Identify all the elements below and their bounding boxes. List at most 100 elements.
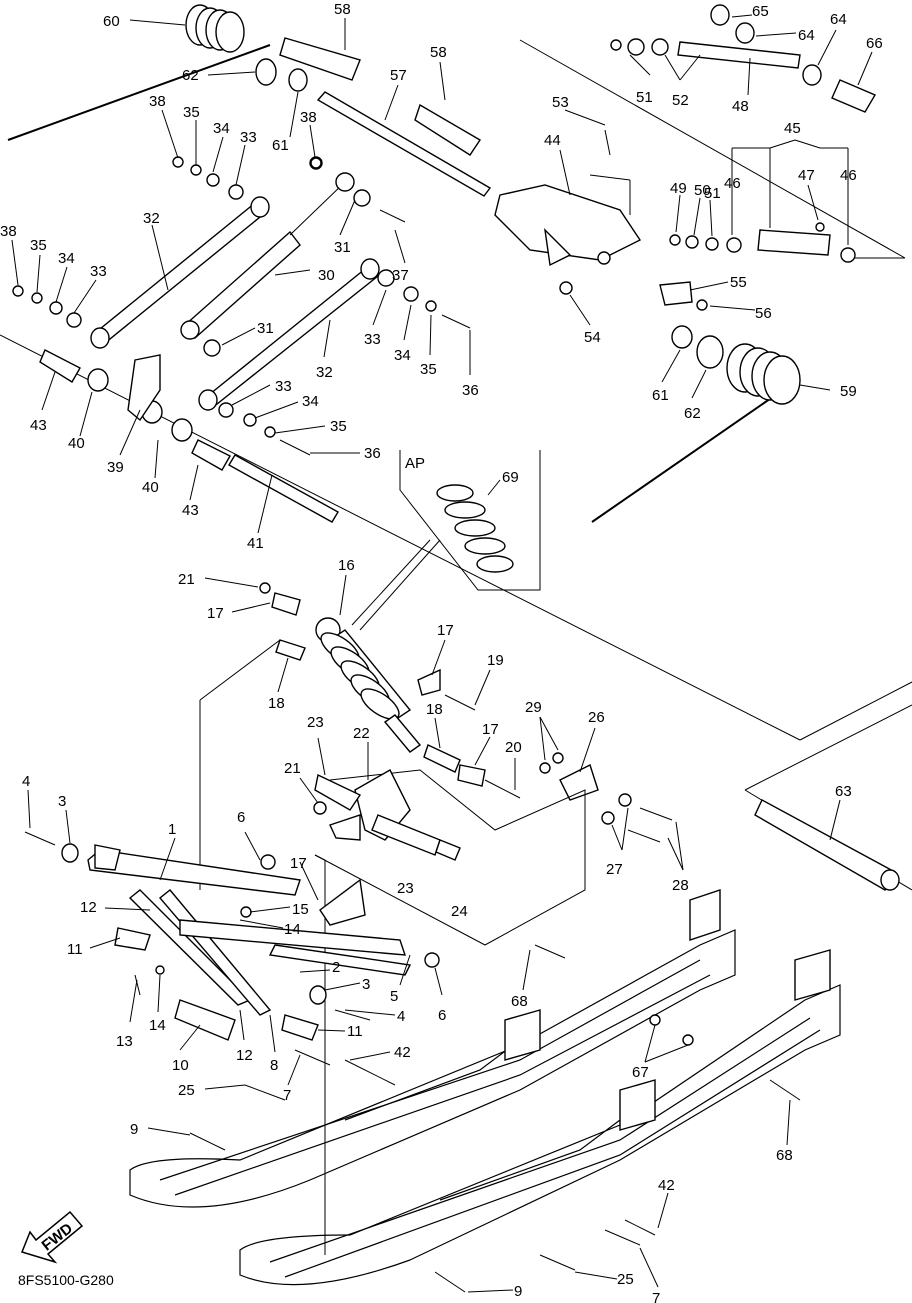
spring-59 xyxy=(591,343,801,523)
callout-64b: 64 xyxy=(830,11,847,28)
slide-rails xyxy=(129,889,841,1286)
callout-33d: 33 xyxy=(275,378,292,395)
callout-41: 41 xyxy=(247,535,264,552)
callout-39: 39 xyxy=(107,459,124,476)
callout-9b: 9 xyxy=(514,1283,522,1300)
callout-25b: 25 xyxy=(617,1271,634,1288)
callout-12b: 12 xyxy=(236,1047,253,1064)
callout-14b: 14 xyxy=(149,1017,166,1034)
callout-18: 18 xyxy=(268,695,285,712)
callout-38c: 38 xyxy=(0,223,17,240)
callout-62b: 62 xyxy=(684,405,701,422)
callout-64: 64 xyxy=(798,27,815,44)
callout-49: 49 xyxy=(670,180,687,197)
callout-31b: 31 xyxy=(257,320,274,337)
callout-23: 23 xyxy=(307,714,324,731)
callout-16: 16 xyxy=(338,557,355,574)
callout-11: 11 xyxy=(67,941,83,958)
fwd-arrow xyxy=(20,1210,84,1264)
callout-32: 32 xyxy=(143,210,160,227)
callout-53: 53 xyxy=(552,94,569,111)
callout-30: 30 xyxy=(318,267,335,284)
callout-17d: 17 xyxy=(290,855,307,872)
callout-69: 69 xyxy=(502,469,519,486)
callout-61b: 61 xyxy=(652,387,669,404)
callout-68: 68 xyxy=(511,993,528,1010)
diagram-drawing xyxy=(0,4,912,1293)
callout-57: 57 xyxy=(390,67,407,84)
callout-62: 62 xyxy=(182,67,199,84)
callout-28: 28 xyxy=(672,877,689,894)
callout-48: 48 xyxy=(732,98,749,115)
diagram-reference: 8FS5100-G280 xyxy=(18,1272,114,1288)
callout-labels: 60 62 58 58 57 38 35 34 33 61 38 32 31 3… xyxy=(0,1,883,1303)
callout-17: 17 xyxy=(207,605,224,622)
callout-26: 26 xyxy=(588,709,605,726)
callout-65: 65 xyxy=(752,3,769,20)
callout-51b: 51 xyxy=(704,185,721,202)
callout-14: 14 xyxy=(284,921,301,938)
callout-12: 12 xyxy=(80,899,97,916)
callout-35: 35 xyxy=(183,104,200,121)
callout-34: 34 xyxy=(213,120,230,137)
callout-32b: 32 xyxy=(316,364,333,381)
callout-34c: 34 xyxy=(394,347,411,364)
callout-47: 47 xyxy=(798,167,815,184)
callout-43: 43 xyxy=(30,417,47,434)
shock-absorber-16 xyxy=(315,617,422,753)
callout-58b: 58 xyxy=(430,44,447,61)
callout-17b: 17 xyxy=(437,622,454,639)
callout-5: 5 xyxy=(390,988,398,1005)
callout-55: 55 xyxy=(730,274,747,291)
callout-46b: 46 xyxy=(840,167,857,184)
callout-6b: 6 xyxy=(438,1007,446,1024)
callout-31: 31 xyxy=(334,239,351,256)
callout-63: 63 xyxy=(835,783,852,800)
callout-36: 36 xyxy=(462,382,479,399)
callout-40b: 40 xyxy=(142,479,159,496)
callout-1: 1 xyxy=(168,821,176,838)
callout-56: 56 xyxy=(755,305,772,322)
callout-3b: 3 xyxy=(362,976,370,993)
callout-19: 19 xyxy=(487,652,504,669)
callout-44: 44 xyxy=(544,132,561,149)
shaft-57 xyxy=(279,37,492,197)
callout-34d: 34 xyxy=(302,393,319,410)
callout-15: 15 xyxy=(292,901,309,918)
callout-38: 38 xyxy=(149,93,166,110)
callout-4b: 4 xyxy=(397,1008,405,1025)
callout-23b: 23 xyxy=(397,880,414,897)
callout-25: 25 xyxy=(178,1082,195,1099)
callout-7b: 7 xyxy=(652,1290,660,1303)
callout-35b: 35 xyxy=(30,237,47,254)
callout-6: 6 xyxy=(237,809,245,826)
callout-37: 37 xyxy=(392,267,409,284)
front-arm-1 xyxy=(87,844,412,1016)
spring-60 xyxy=(7,4,271,141)
callout-27: 27 xyxy=(606,861,623,878)
callout-22: 22 xyxy=(353,725,370,742)
callout-34b: 34 xyxy=(58,250,75,267)
callout-11b: 11 xyxy=(347,1023,363,1040)
callout-35d: 35 xyxy=(330,418,347,435)
callout-54: 54 xyxy=(584,329,601,346)
callout-9: 9 xyxy=(130,1121,138,1138)
callout-35c: 35 xyxy=(420,361,437,378)
callout-42b: 42 xyxy=(658,1177,675,1194)
callout-40: 40 xyxy=(68,435,85,452)
callout-36b: 36 xyxy=(364,445,381,462)
callout-61: 61 xyxy=(272,137,289,154)
callout-38b: 38 xyxy=(300,109,317,126)
callout-33: 33 xyxy=(240,129,257,146)
inset-ap-label: AP xyxy=(405,455,425,472)
callout-46: 46 xyxy=(724,175,741,192)
callout-67: 67 xyxy=(632,1064,649,1081)
callout-8: 8 xyxy=(270,1057,278,1074)
inset-ap xyxy=(351,450,541,631)
callout-29: 29 xyxy=(525,699,542,716)
callout-3: 3 xyxy=(58,793,66,810)
callout-21: 21 xyxy=(178,571,195,588)
callout-17c: 17 xyxy=(482,721,499,738)
callout-58: 58 xyxy=(334,1,351,18)
